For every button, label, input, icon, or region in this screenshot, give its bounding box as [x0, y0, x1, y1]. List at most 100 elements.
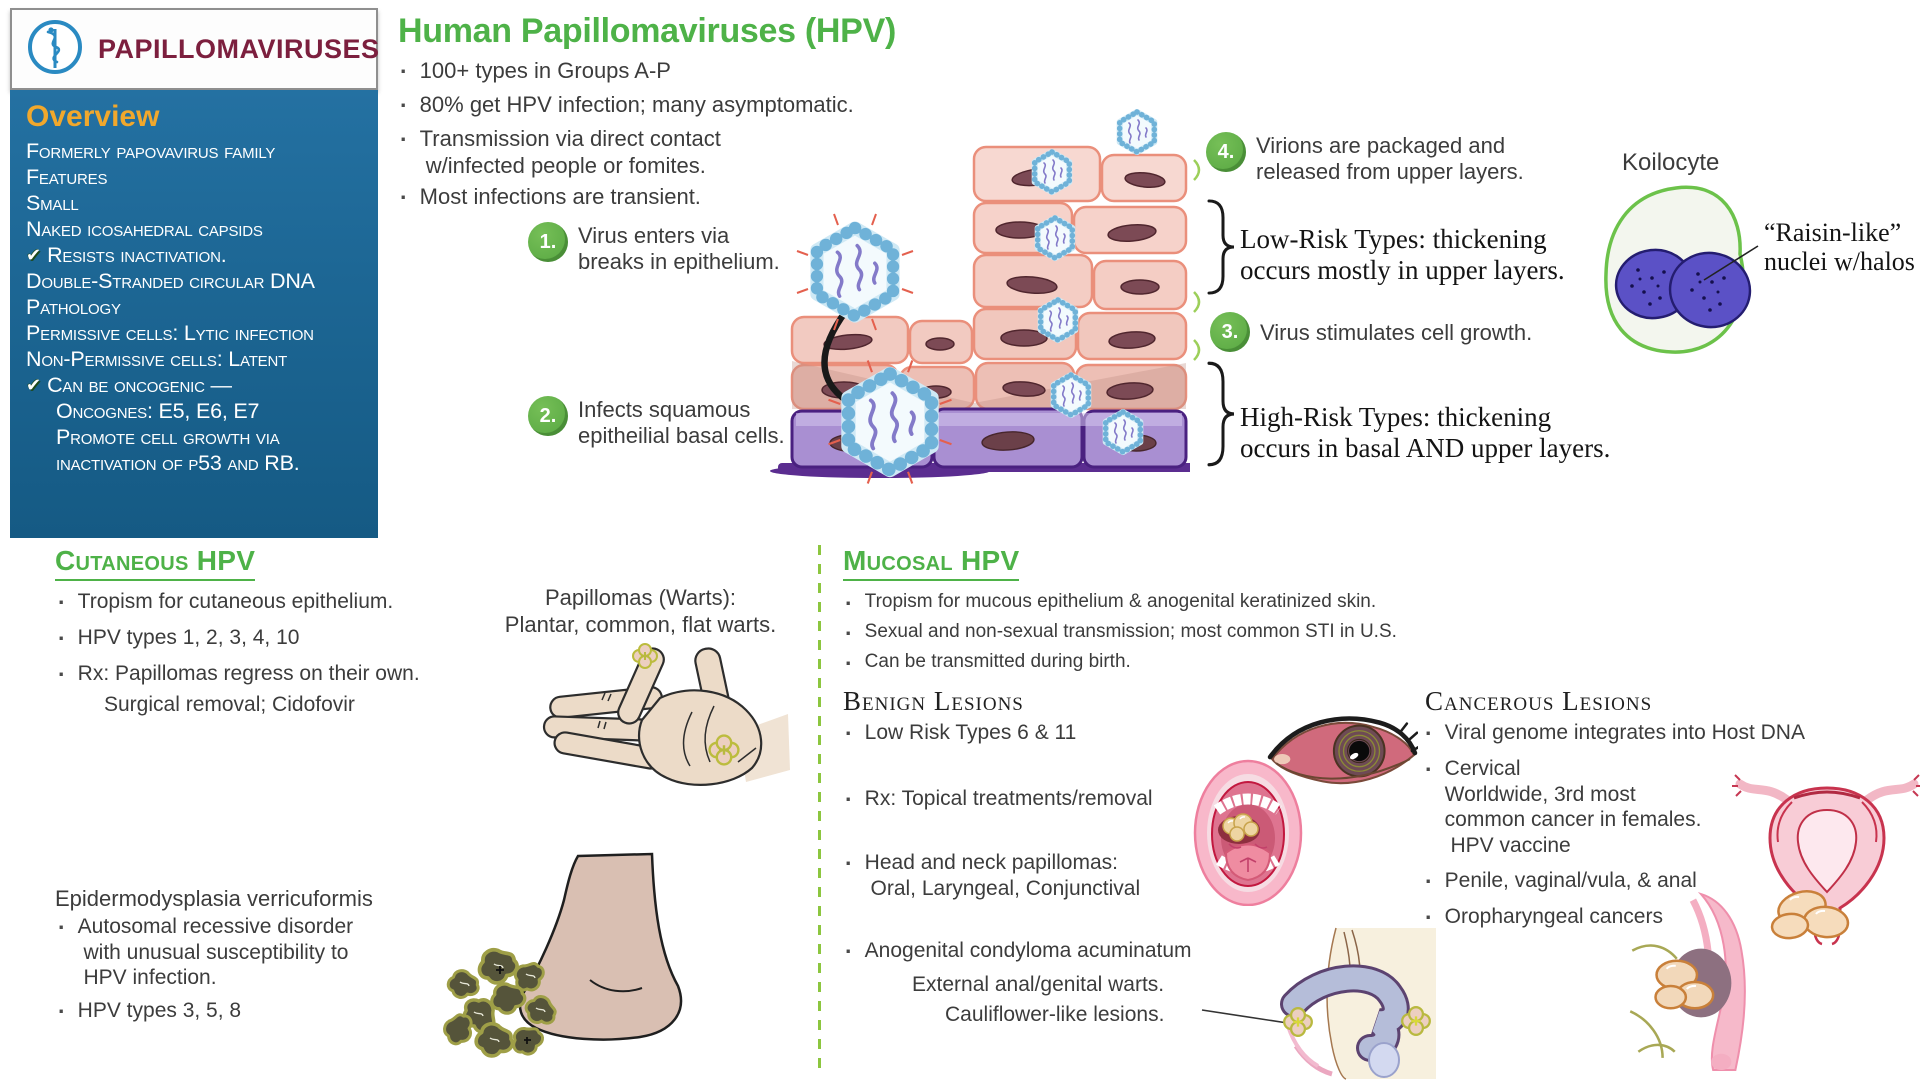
bullet-icon: · — [1425, 756, 1433, 782]
cutaneous-bullet: ·HPV types 1, 2, 3, 4, 10 — [58, 625, 300, 651]
warts-caption: Papillomas (Warts): Plantar, common, fla… — [504, 585, 777, 637]
step-3: 3. Virus stimulates cell growth. — [1210, 312, 1532, 352]
layer-accent-marks — [1193, 159, 1201, 361]
oropharynx-illustration — [1629, 892, 1746, 1071]
cancerous-heading: Cancerous Lesions — [1425, 686, 1653, 716]
bullet-icon: · — [58, 625, 66, 651]
bullet-icon: · — [400, 184, 408, 210]
hpv-bullet: ·Most infections are transient. — [400, 184, 701, 210]
bullet-icon: · — [58, 589, 66, 615]
bullet-icon: · — [1425, 720, 1433, 746]
bullet-icon: · — [845, 850, 853, 876]
koilocyte-annotation: “Raisin-like” nuclei w/halos — [1764, 218, 1915, 277]
step-2: 2. Infects squamous epitheilial basal ce… — [528, 396, 785, 449]
overview-line: Double-Stranded circular DNA — [26, 269, 315, 293]
eye-illustration — [1267, 716, 1418, 785]
mucosal-bullet: ·Tropism for mucous epithelium & anogeni… — [845, 590, 1377, 616]
benign-bullet: ·Rx: Topical treatments/removal — [845, 786, 1153, 812]
uterus-illustration — [1732, 774, 1920, 946]
cauliflower-pointer-line — [1201, 1009, 1295, 1025]
overview-line: Naked icosahedral capsids — [26, 217, 263, 241]
bullet-icon: · — [400, 126, 408, 152]
oral-papilloma-icon — [1218, 813, 1260, 844]
foot-warts-illustration — [443, 852, 683, 1058]
step-4: 4. Virions are packaged and released fro… — [1206, 132, 1524, 185]
step-4-badge: 4. — [1206, 132, 1246, 172]
overview-line: Non-Permissive cells: Latent — [26, 347, 288, 371]
high-risk-brace-icon — [1207, 361, 1235, 467]
page-title: PAPILLOMAVIRUSES — [98, 33, 380, 64]
koilocyte-label: Koilocyte — [1622, 149, 1720, 176]
cancerous-bullet: ·Viral genome integrates into Host DNA — [1425, 720, 1805, 746]
check-icon: ✔ — [26, 245, 42, 265]
bullet-icon: · — [845, 650, 853, 676]
check-icon: ✔ — [26, 375, 42, 395]
cutaneous-sub-bullet: Surgical removal; Cidofovir — [104, 693, 355, 716]
hand-warts-illustration — [542, 643, 790, 786]
koilocyte-pointer-line — [1703, 245, 1759, 281]
bullet-icon: · — [845, 720, 853, 746]
benign-note-line: Cauliflower-like lesions. — [945, 1003, 1165, 1026]
cutaneous-bullet: ·Tropism for cutaneous epithelium. — [58, 589, 394, 615]
bullet-icon: · — [1425, 904, 1433, 930]
benign-bullet: ·Anogenital condyloma acuminatum — [845, 938, 1192, 964]
low-risk-note: Low-Risk Types: thickening occurs mostly… — [1240, 224, 1565, 285]
overview-line: Small — [26, 191, 79, 215]
bullet-icon: · — [400, 58, 408, 84]
cutaneous-heading: Cutaneous HPV — [55, 545, 256, 581]
overview-line: ✔Resists inactivation. — [26, 243, 227, 267]
overview-panel: Overview Formerly papovavirus family Fea… — [10, 90, 378, 538]
mouth-illustration — [1193, 759, 1303, 906]
low-risk-brace-icon — [1207, 199, 1235, 295]
koilocyte-illustration — [1604, 185, 1752, 354]
caduceus-icon — [26, 18, 84, 81]
wart-icon — [632, 643, 740, 766]
cancerous-bullet: ·Cervical Worldwide, 3rd most common can… — [1425, 756, 1702, 857]
anogenital-illustration — [1280, 927, 1436, 1080]
step-1: 1. Virus enters via breaks in epithelium… — [528, 222, 780, 275]
epithelium-illustration — [770, 105, 1190, 485]
bullet-icon: · — [845, 590, 853, 616]
mucosal-bullet: ·Can be transmitted during birth. — [845, 650, 1131, 676]
overview-line: Permissive cells: Lytic infection — [26, 321, 314, 345]
wart-icon — [1283, 1006, 1431, 1037]
overview-line: Features — [26, 165, 108, 189]
hpv-bullet: ·Transmission via direct contact w/infec… — [400, 126, 721, 178]
bullet-icon: · — [58, 914, 66, 940]
epidermodysplasia-bullet: ·HPV types 3, 5, 8 — [58, 998, 242, 1024]
cancerous-bullet: ·Penile, vaginal/vula, & anal — [1425, 868, 1697, 894]
bullet-icon: · — [400, 92, 408, 118]
bullet-icon: · — [58, 661, 66, 687]
mucosal-heading: Mucosal HPV — [843, 545, 1020, 581]
overview-line: Pathology — [26, 295, 121, 319]
overview-line: Oncognes: E5, E6, E7 — [56, 399, 260, 423]
bullet-icon: · — [845, 620, 853, 646]
section-divider — [818, 545, 821, 1075]
step-3-badge: 3. — [1210, 312, 1250, 352]
epidermodysplasia-title: Epidermodysplasia verricuformis — [55, 886, 373, 911]
benign-note-line: External anal/genital warts. — [912, 973, 1165, 996]
bullet-icon: · — [1425, 868, 1433, 894]
overview-heading: Overview — [26, 100, 160, 133]
benign-bullet: ·Head and neck papillomas: Oral, Larynge… — [845, 850, 1141, 900]
benign-heading: Benign Lesions — [843, 686, 1024, 716]
overview-line: Formerly papovavirus family — [26, 139, 276, 163]
high-risk-note: High-Risk Types: thickening occurs in ba… — [1240, 402, 1611, 463]
hpv-bullet: ·100+ types in Groups A-P — [400, 58, 671, 84]
overview-line: Promote cell growth via inactivation of … — [56, 425, 300, 475]
bullet-icon: · — [58, 998, 66, 1024]
bullet-icon: · — [845, 786, 853, 812]
step-2-badge: 2. — [528, 396, 568, 436]
cancerous-bullet: ·Oropharyngeal cancers — [1425, 904, 1663, 930]
mucosal-bullet: ·Sexual and non-sexual transmission; mos… — [845, 620, 1397, 646]
title-card: PAPILLOMAVIRUSES — [10, 8, 380, 90]
epidermodysplasia-bullet: ·Autosomal recessive disorder with unusu… — [58, 914, 354, 990]
bullet-icon: · — [845, 938, 853, 964]
step-1-badge: 1. — [528, 222, 568, 262]
hpv-bullet: ·80% get HPV infection; many asymptomati… — [400, 92, 854, 118]
overview-line: ✔Can be oncogenic — — [26, 373, 232, 397]
cutaneous-bullet: ·Rx: Papillomas regress on their own. — [58, 661, 420, 687]
benign-bullet: ·Low Risk Types 6 & 11 — [845, 720, 1077, 746]
section-title-hpv: Human Papillomaviruses (HPV) — [398, 12, 896, 50]
